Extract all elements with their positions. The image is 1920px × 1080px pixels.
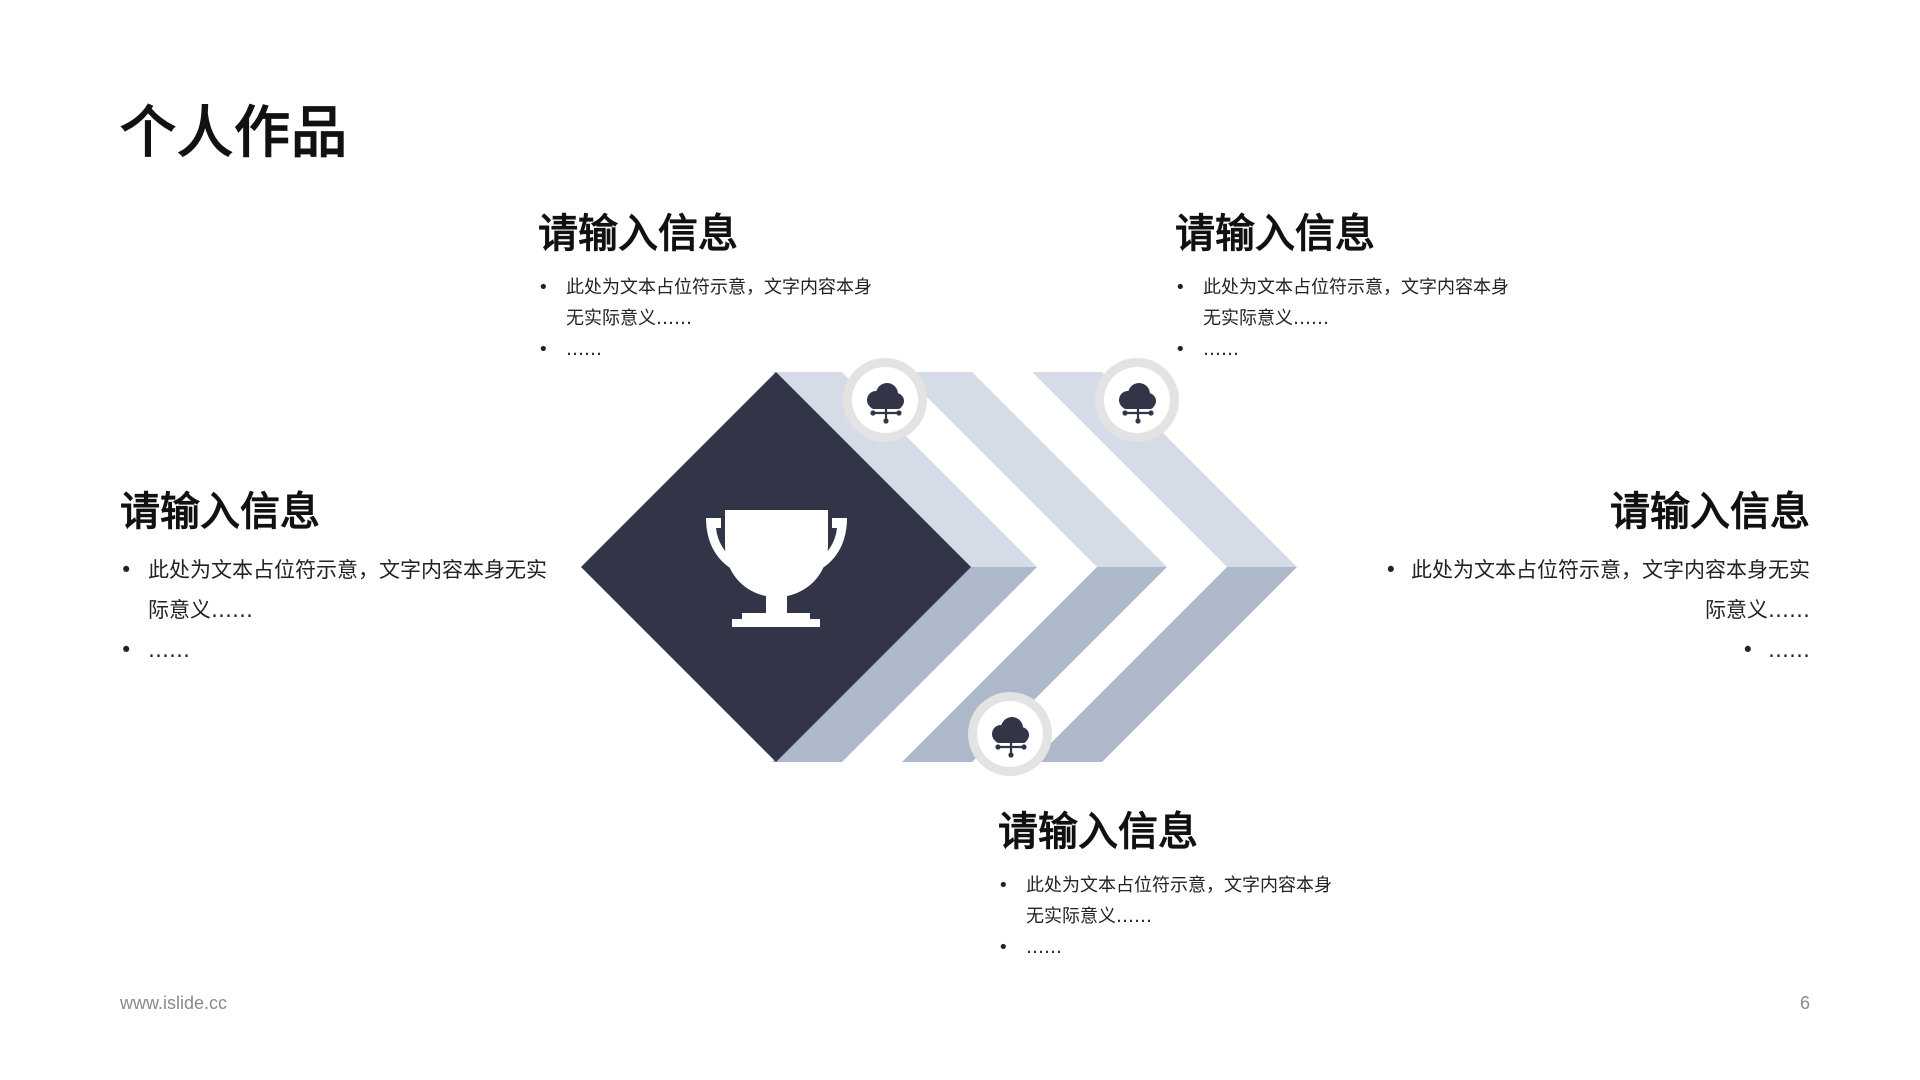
bullet-item: • 此处为文本占位符示意，文字内容本身无实际意义…… — [1370, 550, 1810, 630]
info-bullets: 此处为文本占位符示意，文字内容本身无实际意义…… …… — [1175, 272, 1515, 365]
info-heading: 请输入信息 — [998, 809, 1198, 855]
cloud-network-badge — [1095, 358, 1179, 442]
bullet-item: 此处为文本占位符示意，文字内容本身无实际意义…… — [120, 550, 560, 630]
info-block-right: 请输入信息 • 此处为文本占位符示意，文字内容本身无实际意义…… • …… — [1370, 488, 1810, 670]
chevron-top-half — [1032, 372, 1297, 567]
info-block-top-left: 请输入信息 此处为文本占位符示意，文字内容本身无实际意义…… …… — [538, 210, 878, 365]
info-heading: 请输入信息 — [538, 211, 738, 257]
chevron-bottom-half — [772, 567, 1037, 762]
bullet-text: …… — [1768, 638, 1810, 662]
bullet-item: …… — [1175, 334, 1515, 365]
cloud-network-badge — [843, 358, 927, 442]
bullet-dot: • — [1384, 558, 1397, 582]
trophy-icon — [706, 510, 847, 627]
info-block-left: 请输入信息 此处为文本占位符示意，文字内容本身无实际意义…… …… — [120, 488, 560, 670]
info-heading: 请输入信息 — [1610, 489, 1810, 535]
info-block-top-right: 请输入信息 此处为文本占位符示意，文字内容本身无实际意义…… …… — [1175, 210, 1515, 365]
bullet-item: …… — [998, 932, 1338, 963]
chevron-bottom-half — [1032, 567, 1297, 762]
info-bullets: 此处为文本占位符示意，文字内容本身无实际意义…… …… — [120, 550, 560, 670]
bullet-item: …… — [120, 630, 560, 670]
bullet-item: 此处为文本占位符示意，文字内容本身无实际意义…… — [538, 272, 878, 334]
cloud-network-icon — [867, 383, 904, 424]
info-bullets: 此处为文本占位符示意，文字内容本身无实际意义…… …… — [998, 870, 1338, 963]
bullet-item: …… — [538, 334, 878, 365]
page-number: 6 — [1799, 993, 1810, 1013]
info-heading: 请输入信息 — [1175, 211, 1375, 257]
bullet-item: 此处为文本占位符示意，文字内容本身无实际意义…… — [998, 870, 1338, 932]
chevron-bottom-half — [902, 567, 1167, 762]
info-bullets: 此处为文本占位符示意，文字内容本身无实际意义…… …… — [538, 272, 878, 365]
chevron-top-half — [902, 372, 1167, 567]
footer-url: www.islide.cc — [120, 993, 228, 1013]
bullet-item: • …… — [1370, 630, 1810, 670]
info-block-bottom: 请输入信息 此处为文本占位符示意，文字内容本身无实际意义…… …… — [998, 808, 1338, 963]
bullet-dot: • — [1741, 638, 1754, 662]
chevron-top-half — [772, 372, 1037, 567]
bullet-item: 此处为文本占位符示意，文字内容本身无实际意义…… — [1175, 272, 1515, 334]
cloud-network-icon — [992, 717, 1029, 758]
page-title: 个人作品 — [120, 101, 348, 166]
info-bullets: • 此处为文本占位符示意，文字内容本身无实际意义…… • …… — [1370, 550, 1810, 670]
cloud-network-icon — [1119, 383, 1156, 424]
bullet-text: 此处为文本占位符示意，文字内容本身无实际意义…… — [1411, 558, 1810, 622]
cloud-network-badge — [968, 692, 1052, 776]
info-heading: 请输入信息 — [120, 489, 320, 535]
